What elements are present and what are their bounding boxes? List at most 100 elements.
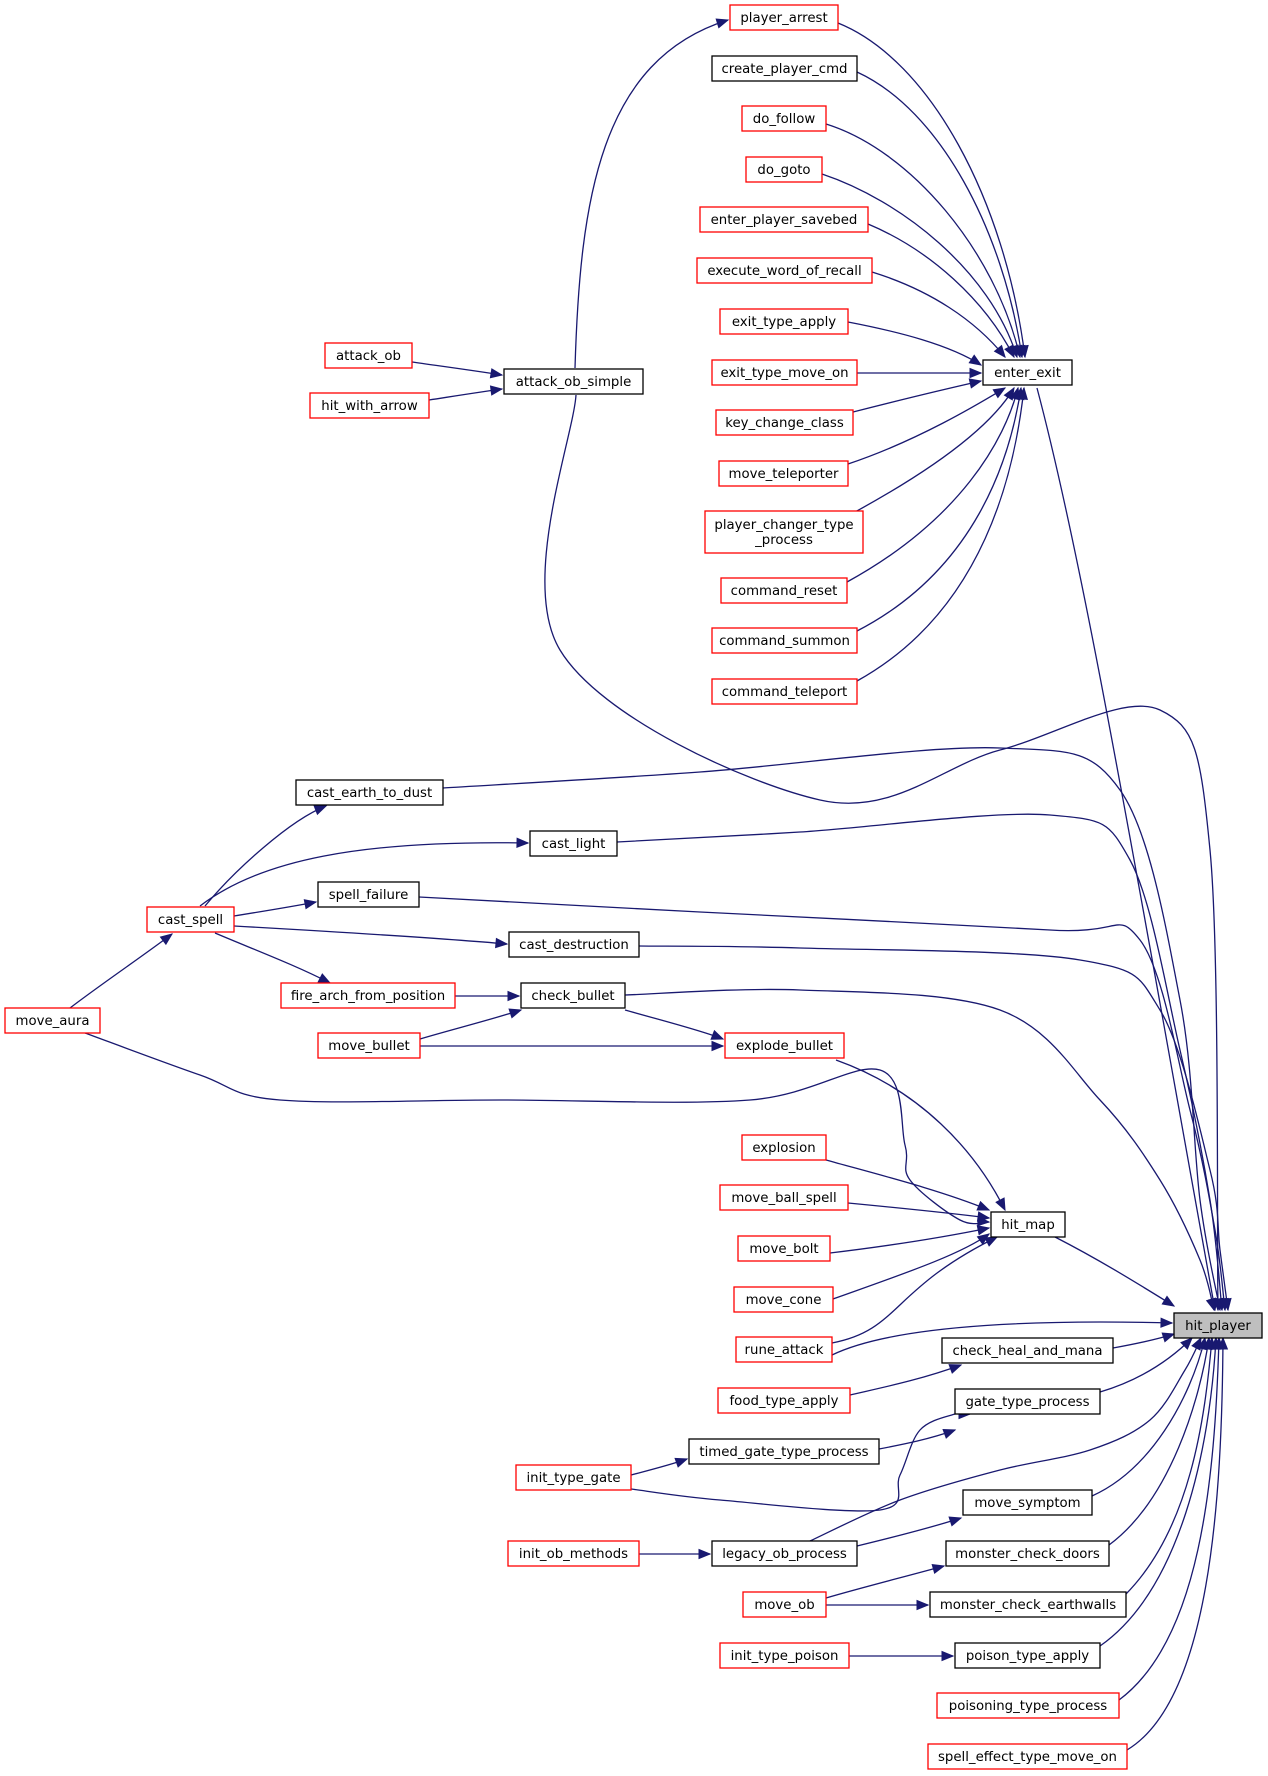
edge-rune_attack-to-hit_player bbox=[831, 1317, 1174, 1356]
node-cast-spell[interactable]: cast_spell bbox=[146, 906, 235, 933]
edge-line bbox=[624, 1009, 724, 1040]
arrowhead-icon bbox=[317, 973, 332, 984]
edge-move_aura-to-cast_spell bbox=[69, 933, 174, 1009]
node-label: move_teleporter bbox=[729, 467, 839, 482]
node-legacy-ob-process[interactable]: legacy_ob_process bbox=[711, 1540, 858, 1567]
node-label: move_ball_spell bbox=[731, 1191, 836, 1206]
node-init-type-gate[interactable]: init_type_gate bbox=[515, 1464, 632, 1491]
node-box bbox=[720, 577, 848, 604]
edge-check_heal_and_mana-to-hit_player bbox=[1112, 1332, 1176, 1349]
node-command-summon[interactable]: command_summon bbox=[711, 627, 858, 654]
edge-line bbox=[854, 387, 1015, 513]
arrowhead-icon bbox=[698, 1548, 712, 1560]
node-box bbox=[745, 156, 823, 183]
node-move-ball-spell[interactable]: move_ball_spell bbox=[719, 1184, 849, 1211]
edge-line bbox=[856, 387, 1025, 682]
node-label: move_ob bbox=[754, 1598, 814, 1613]
node-box bbox=[529, 830, 618, 857]
edge-line bbox=[84, 1032, 990, 1225]
edge-hit_map-to-hit_player bbox=[1054, 1236, 1176, 1307]
node-explode-bullet[interactable]: explode_bullet bbox=[724, 1032, 845, 1059]
node-label: explode_bullet bbox=[736, 1039, 833, 1054]
edge-player_arrest-to-enter_exit bbox=[837, 22, 1029, 359]
node-timed-gate-type-process[interactable]: timed_gate_type_process bbox=[688, 1438, 880, 1465]
node-box bbox=[954, 1388, 1101, 1415]
node-player-changer-type-process[interactable]: player_changer_type_process bbox=[704, 510, 864, 554]
node-fire-arch-from-position[interactable]: fire_arch_from_position bbox=[280, 982, 456, 1009]
edge-line bbox=[233, 901, 317, 917]
arrowhead-icon bbox=[942, 1428, 957, 1439]
node-spell-failure[interactable]: spell_failure bbox=[317, 881, 420, 908]
node-attack-ob[interactable]: attack_ob bbox=[324, 342, 413, 369]
node-cast-earth-to-dust[interactable]: cast_earth_to_dust bbox=[295, 779, 444, 806]
node-box bbox=[982, 359, 1073, 386]
node-init-ob-methods[interactable]: init_ob_methods bbox=[507, 1540, 640, 1567]
node-create-player-cmd[interactable]: create_player_cmd bbox=[711, 55, 858, 82]
node-label: do_follow bbox=[753, 112, 816, 127]
node-food-type-apply[interactable]: food_type_apply bbox=[717, 1387, 851, 1414]
node-exit-type-move-on[interactable]: exit_type_move_on bbox=[711, 359, 858, 386]
arrowhead-icon bbox=[916, 1599, 930, 1611]
edge-key_change_class-to-enter_exit bbox=[852, 378, 983, 413]
node-move-bullet[interactable]: move_bullet bbox=[317, 1032, 421, 1059]
edge-line bbox=[624, 988, 1215, 1311]
node-exit-type-apply[interactable]: exit_type_apply bbox=[719, 308, 849, 335]
node-move-aura[interactable]: move_aura bbox=[4, 1007, 101, 1034]
arrowhead-icon bbox=[984, 1236, 999, 1247]
node-move-symptom[interactable]: move_symptom bbox=[962, 1489, 1093, 1516]
node-monster-check-earthwalls[interactable]: monster_check_earthwalls bbox=[929, 1591, 1127, 1618]
node-cast-destruction[interactable]: cast_destruction bbox=[508, 931, 640, 958]
node-poison-type-apply[interactable]: poison_type_apply bbox=[954, 1642, 1101, 1669]
edge-attack_ob_simple-to-hit_player bbox=[544, 394, 1224, 1312]
node-hit-map[interactable]: hit_map bbox=[990, 1211, 1066, 1238]
edge-execute_word_of_recall-to-enter_exit bbox=[871, 271, 1006, 359]
node-move-bolt[interactable]: move_bolt bbox=[737, 1235, 831, 1262]
node-check-bullet[interactable]: check_bullet bbox=[520, 982, 626, 1009]
node-label: gate_type_process bbox=[965, 1395, 1089, 1410]
node-move-ob[interactable]: move_ob bbox=[742, 1591, 827, 1618]
node-label: check_heal_and_mana bbox=[952, 1344, 1102, 1359]
edge-line bbox=[809, 1337, 1202, 1542]
arrowhead-icon bbox=[976, 1225, 991, 1236]
node-init-type-poison[interactable]: init_type_poison bbox=[719, 1642, 850, 1669]
node-command-teleport[interactable]: command_teleport bbox=[711, 678, 858, 705]
edge-monster_check_doors-to-hit_player bbox=[1108, 1336, 1213, 1546]
node-hit-player[interactable]: hit_player bbox=[1173, 1312, 1263, 1339]
node-box bbox=[4, 1007, 101, 1034]
node-label: init_ob_methods bbox=[519, 1547, 628, 1562]
node-move-cone[interactable]: move_cone bbox=[733, 1286, 834, 1313]
node-box bbox=[929, 1591, 1127, 1618]
node-command-reset[interactable]: command_reset bbox=[720, 577, 848, 604]
node-gate-type-process[interactable]: gate_type_process bbox=[954, 1388, 1101, 1415]
node-poisoning-type-process[interactable]: poisoning_type_process bbox=[936, 1692, 1120, 1719]
node-label: player_arrest bbox=[740, 11, 827, 26]
node-label: cast_earth_to_dust bbox=[307, 786, 432, 801]
arrowhead-icon bbox=[1221, 1297, 1232, 1312]
node-box bbox=[688, 1438, 880, 1465]
edge-line bbox=[825, 1565, 945, 1599]
node-execute-word-of-recall[interactable]: execute_word_of_recall bbox=[696, 257, 873, 284]
edge-line bbox=[825, 123, 1021, 358]
node-do-follow[interactable]: do_follow bbox=[741, 105, 827, 132]
node-hit-with-arrow[interactable]: hit_with_arrow bbox=[309, 392, 430, 419]
node-enter-player-savebed[interactable]: enter_player_savebed bbox=[699, 206, 869, 233]
edge-exit_type_move_on-to-enter_exit bbox=[857, 367, 983, 379]
node-attack-ob-simple[interactable]: attack_ob_simple bbox=[503, 368, 644, 395]
node-monster-check-doors[interactable]: monster_check_doors bbox=[945, 1540, 1110, 1567]
node-check-heal-and-mana[interactable]: check_heal_and_mana bbox=[941, 1337, 1114, 1364]
node-player-arrest[interactable]: player_arrest bbox=[729, 4, 839, 31]
arrowhead-icon bbox=[710, 1029, 725, 1040]
node-move-teleporter[interactable]: move_teleporter bbox=[718, 460, 849, 487]
node-cast-light[interactable]: cast_light bbox=[529, 830, 618, 857]
node-explosion[interactable]: explosion bbox=[741, 1134, 827, 1161]
node-label: attack_ob_simple bbox=[516, 375, 632, 390]
node-key-change-class[interactable]: key_change_class bbox=[715, 409, 854, 436]
edge-cast_light-to-hit_player bbox=[616, 813, 1226, 1312]
node-rune-attack[interactable]: rune_attack bbox=[735, 1336, 833, 1363]
edge-line bbox=[204, 805, 327, 907]
node-box bbox=[962, 1489, 1093, 1516]
node-spell-effect-type-move-on[interactable]: spell_effect_type_move_on bbox=[927, 1743, 1128, 1770]
node-enter-exit[interactable]: enter_exit bbox=[982, 359, 1073, 386]
edge-init_type_poison-to-poison_type_apply bbox=[848, 1650, 955, 1662]
node-do-goto[interactable]: do_goto bbox=[745, 156, 823, 183]
